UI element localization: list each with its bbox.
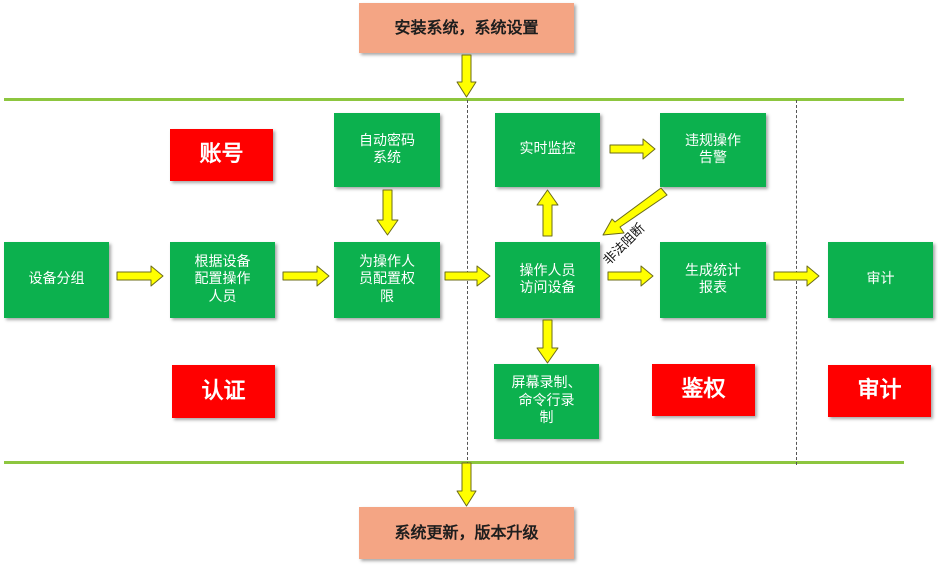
arrow-violation-to-access [602,187,668,236]
arrow-group-to-config [116,265,164,287]
arrow-down-header [456,54,477,98]
category-auth: 认证 [172,365,275,418]
step-access-device: 操作人员 访问设备 [495,242,600,318]
arrow-access-to-monitor [536,189,559,237]
category-account: 账号 [170,129,273,181]
step-generate-report: 生成统计 报表 [660,242,766,318]
arrow-assign-to-access [444,265,491,287]
install-setup-box: 安装系统，系统设置 [359,3,574,53]
category-authorization: 鉴权 [652,364,755,416]
arrow-config-to-assign [282,265,330,287]
top-band-line [4,98,904,101]
step-realtime-monitor: 实时监控 [495,113,600,187]
arrow-access-to-recording [536,319,559,364]
step-violation-alert: 违规操作 告警 [660,113,766,187]
arrow-down-footer [456,462,477,507]
separator-left [467,100,468,465]
category-audit: 审计 [828,365,931,417]
separator-right [796,100,797,465]
update-upgrade-box: 系统更新，版本升级 [359,507,574,559]
arrow-monitor-to-violation [609,138,656,160]
bottom-band-line [4,461,904,464]
arrow-password-to-assign [376,189,399,236]
arrow-report-to-audit [773,265,820,287]
step-recording: 屏幕录制、 命令行录 制 [494,364,599,439]
step-audit: 审计 [828,242,933,318]
arrow-access-to-report [607,265,654,287]
step-assign-permission: 为操作人 员配置权 限 [334,242,440,318]
step-auto-password: 自动密码 系统 [334,113,440,187]
step-config-operator: 根据设备 配置操作 人员 [170,242,275,318]
step-device-grouping: 设备分组 [4,242,109,318]
